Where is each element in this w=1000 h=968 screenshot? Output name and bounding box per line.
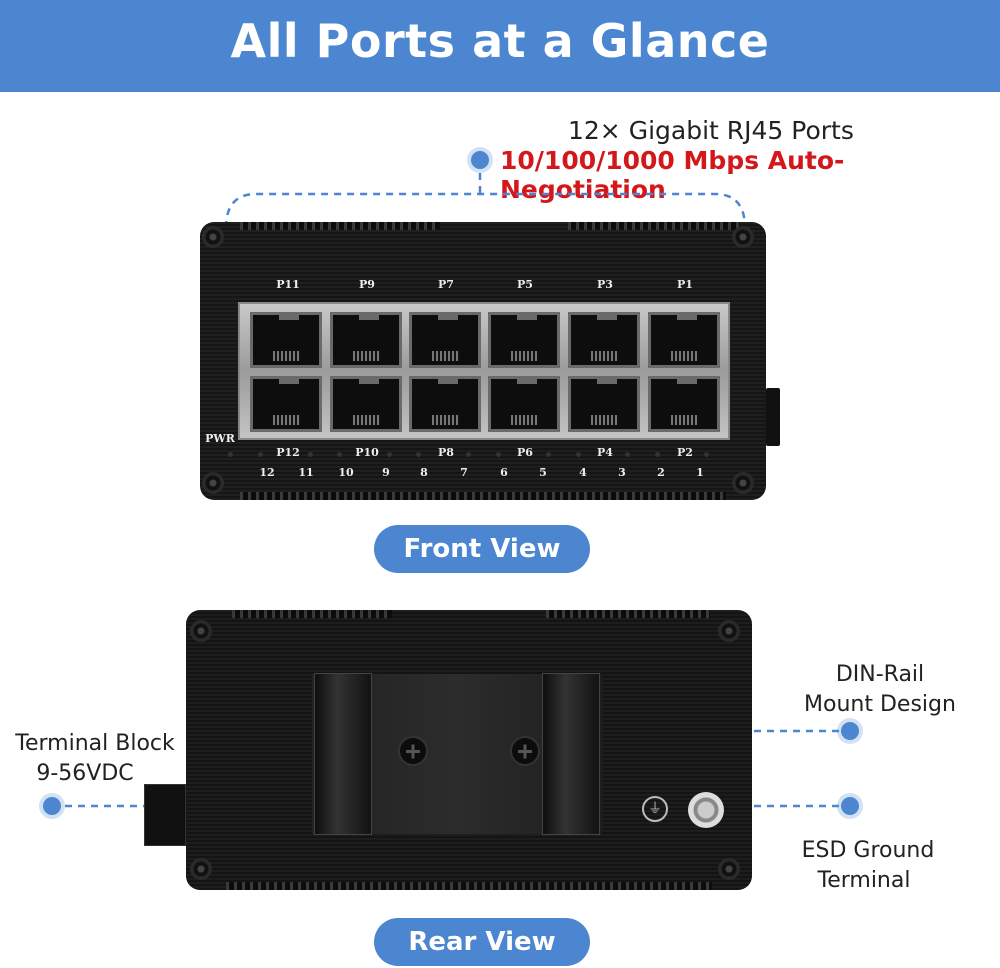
port-label-p6: P6 bbox=[517, 446, 533, 459]
led bbox=[466, 452, 471, 457]
ports-count-label: 12× Gigabit RJ45 Ports bbox=[568, 116, 854, 145]
port-label-p3: P3 bbox=[597, 278, 613, 291]
din-rail-label-2: Mount Design bbox=[804, 692, 956, 717]
vent-bottom bbox=[240, 492, 726, 500]
vent-top-left bbox=[232, 610, 392, 618]
led bbox=[546, 452, 551, 457]
led-number: 8 bbox=[420, 466, 428, 479]
port-label-p10: P10 bbox=[355, 446, 379, 459]
vent-top-right bbox=[546, 610, 710, 618]
led bbox=[625, 452, 630, 457]
vent-top-left bbox=[240, 222, 440, 230]
led-number: 6 bbox=[500, 466, 508, 479]
rj45-port-block bbox=[238, 302, 730, 440]
rj45-port bbox=[488, 312, 560, 368]
terminal-block bbox=[144, 784, 186, 846]
led-number: 4 bbox=[579, 466, 587, 479]
led bbox=[387, 452, 392, 457]
rj45-port bbox=[250, 376, 322, 432]
screw-icon bbox=[190, 620, 212, 642]
screw-icon bbox=[398, 736, 428, 766]
screw-icon bbox=[190, 858, 212, 880]
rear-panel: ⏚ bbox=[186, 610, 752, 890]
port-label-p2: P2 bbox=[677, 446, 693, 459]
led bbox=[576, 452, 581, 457]
rj45-port bbox=[330, 376, 402, 432]
port-label-p5: P5 bbox=[517, 278, 533, 291]
rj45-port bbox=[409, 376, 481, 432]
led bbox=[416, 452, 421, 457]
esd-label-1: ESD Ground bbox=[801, 838, 935, 863]
led bbox=[308, 452, 313, 457]
rj45-port bbox=[409, 312, 481, 368]
rj45-port bbox=[250, 312, 322, 368]
port-label-p12: P12 bbox=[276, 446, 300, 459]
led-number: 2 bbox=[657, 466, 665, 479]
rear-view-label: Rear View bbox=[374, 918, 590, 966]
port-label-p7: P7 bbox=[438, 278, 454, 291]
page-title: All Ports at a Glance bbox=[230, 14, 770, 68]
rj45-port bbox=[330, 312, 402, 368]
port-label-p9: P9 bbox=[359, 278, 375, 291]
vent-bottom bbox=[226, 882, 712, 890]
speed-label: 10/100/1000 Mbps Auto-Negotiation bbox=[500, 146, 845, 204]
port-label-p11: P11 bbox=[276, 278, 300, 291]
terminal-label-1: Terminal Block bbox=[15, 731, 175, 756]
ground-symbol-icon: ⏚ bbox=[642, 796, 668, 822]
rj45-port bbox=[648, 376, 720, 432]
led-pwr bbox=[228, 452, 233, 457]
pwr-label: PWR bbox=[205, 432, 235, 445]
led-number: 9 bbox=[382, 466, 390, 479]
led-number: 12 bbox=[259, 466, 275, 479]
led-number: 11 bbox=[298, 466, 314, 479]
screw-icon bbox=[718, 620, 740, 642]
led bbox=[337, 452, 342, 457]
screw-icon bbox=[732, 226, 754, 248]
esd-ground-screw bbox=[688, 792, 724, 828]
led bbox=[704, 452, 709, 457]
rj45-port bbox=[488, 376, 560, 432]
led-number: 7 bbox=[460, 466, 468, 479]
din-rail-clip bbox=[542, 673, 600, 835]
terminal-label-2: 9-56VDC bbox=[36, 761, 134, 786]
screw-icon bbox=[718, 858, 740, 880]
title-banner: All Ports at a Glance bbox=[0, 0, 1000, 92]
front-panel: P11 P9 P7 P5 P3 P1 PWR P12 P10 P8 P6 P4 … bbox=[200, 222, 766, 500]
led-number: 1 bbox=[696, 466, 704, 479]
side-terminal bbox=[766, 388, 780, 446]
din-rail-label-1: DIN-Rail bbox=[835, 662, 925, 687]
ports-callout-dot bbox=[471, 151, 489, 169]
led-number: 5 bbox=[539, 466, 547, 479]
port-label-p8: P8 bbox=[438, 446, 454, 459]
port-label-p4: P4 bbox=[597, 446, 613, 459]
led bbox=[496, 452, 501, 457]
led bbox=[655, 452, 660, 457]
din-rail-clip bbox=[314, 673, 372, 835]
rj45-port bbox=[648, 312, 720, 368]
vent-top-right bbox=[568, 222, 740, 230]
terminal-dot bbox=[43, 797, 61, 815]
led-number: 10 bbox=[338, 466, 354, 479]
screw-icon bbox=[202, 472, 224, 494]
rj45-port bbox=[568, 376, 640, 432]
led bbox=[258, 452, 263, 457]
screw-icon bbox=[510, 736, 540, 766]
esd-dot bbox=[841, 797, 859, 815]
led-number: 3 bbox=[618, 466, 626, 479]
front-view-label: Front View bbox=[374, 525, 590, 573]
screw-icon bbox=[202, 226, 224, 248]
screw-icon bbox=[732, 472, 754, 494]
din-rail-dot bbox=[841, 722, 859, 740]
esd-label-2: Terminal bbox=[817, 868, 911, 893]
port-label-p1: P1 bbox=[677, 278, 693, 291]
rj45-port bbox=[568, 312, 640, 368]
